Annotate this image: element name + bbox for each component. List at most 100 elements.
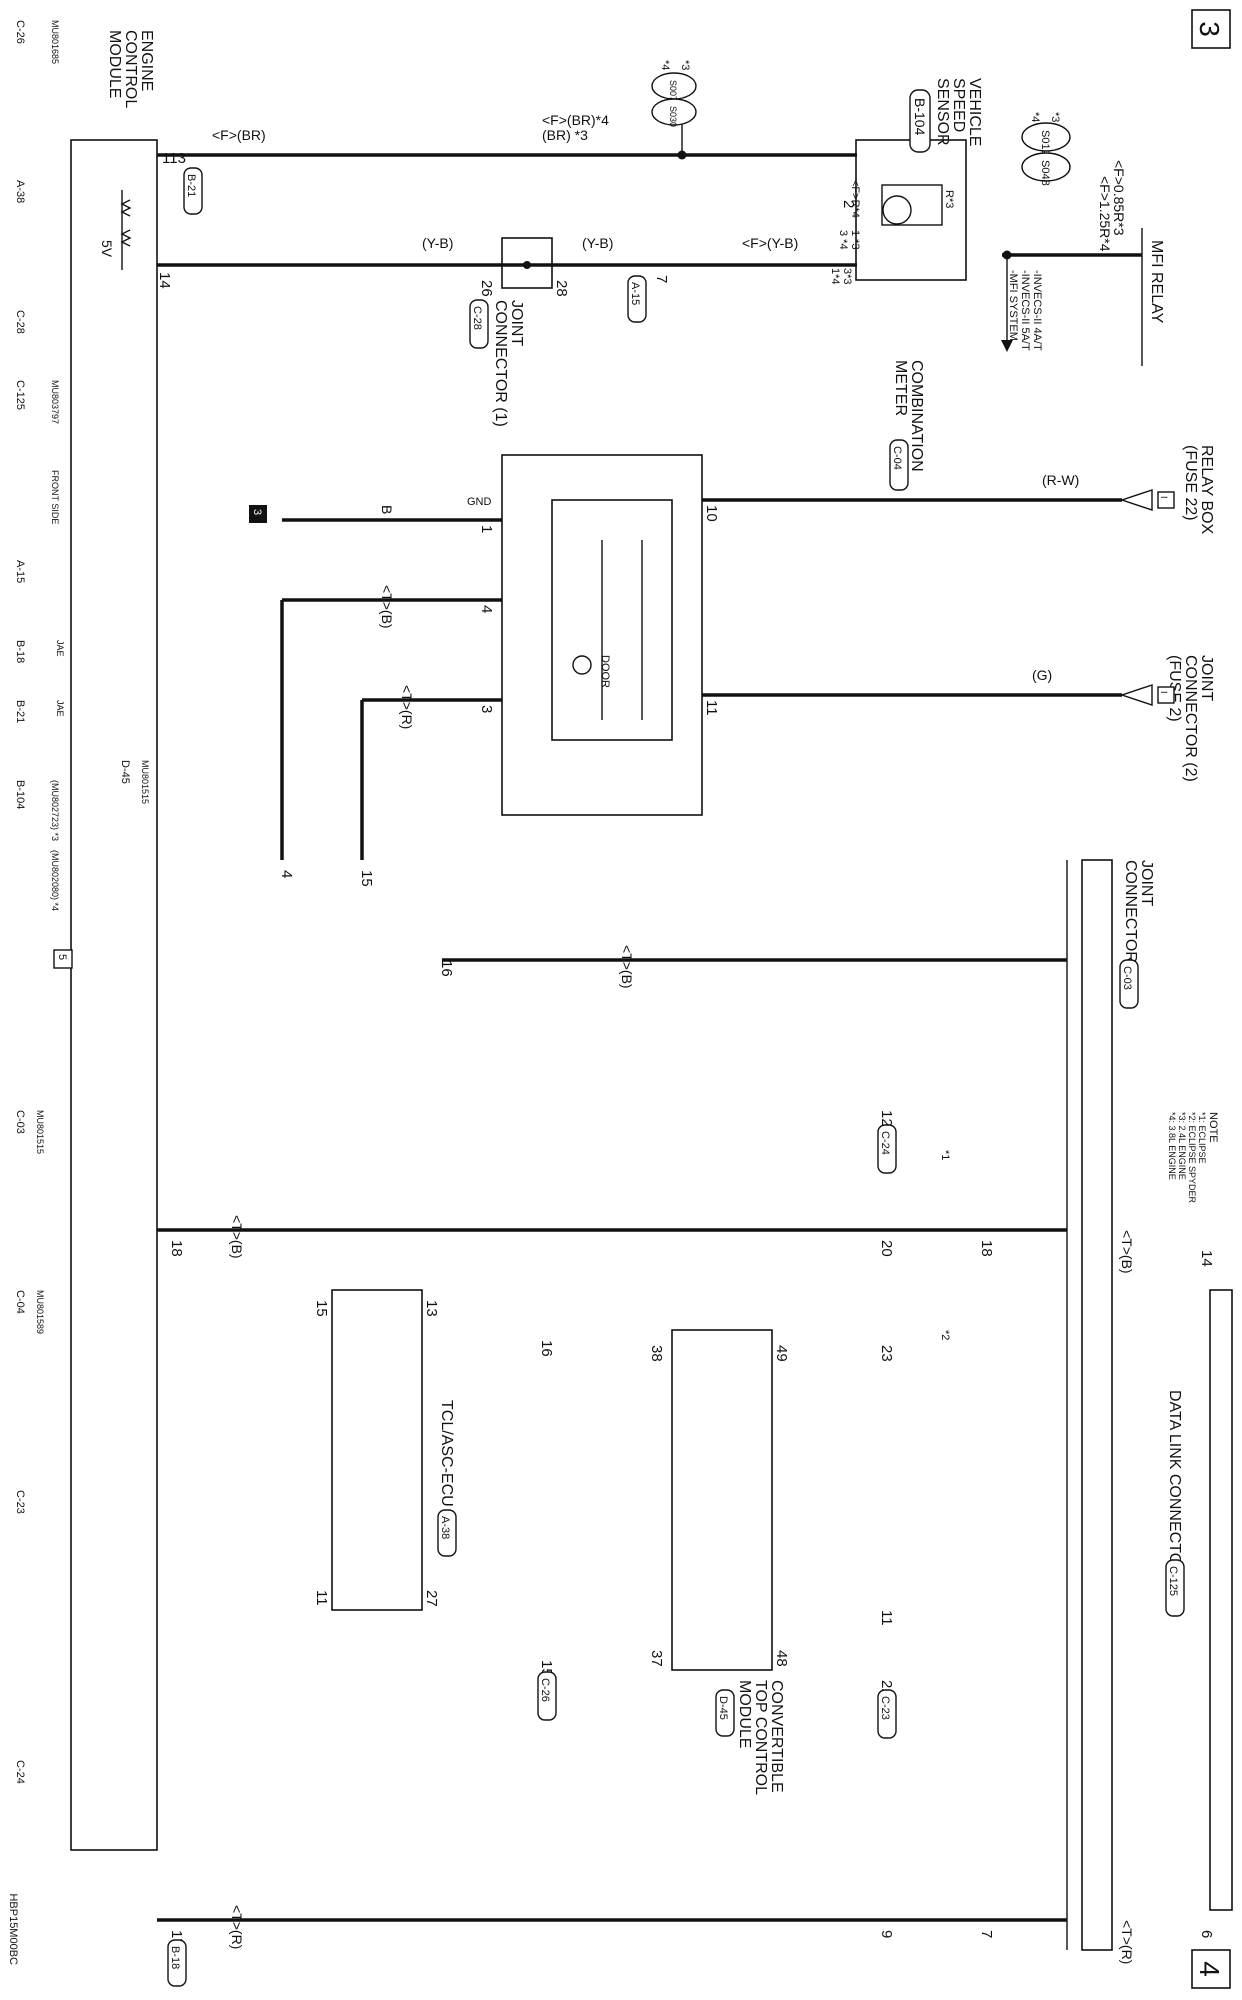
svg-text:S030: S030	[668, 106, 678, 127]
svg-text:C-26: C-26	[14, 20, 26, 44]
svg-text:48: 48	[773, 1650, 790, 1667]
svg-text:B: B	[379, 505, 395, 514]
svg-text:16: 16	[538, 1340, 555, 1357]
svg-text:C-28: C-28	[14, 310, 26, 334]
svg-text:C-26: C-26	[539, 1678, 551, 1702]
wire-vss-signal: 113 (BR) *3 <F>(BR)*4 <F>(BR)	[157, 110, 857, 167]
svg-text:MFI RELAY: MFI RELAY	[1148, 240, 1165, 324]
svg-text:23: 23	[878, 1345, 895, 1362]
svg-text:(G): (G)	[1032, 667, 1052, 683]
svg-text:MU801589: MU801589	[35, 1290, 45, 1334]
svg-text:C-24: C-24	[879, 1131, 891, 1155]
svg-text:S012: S012	[1039, 130, 1051, 156]
joint-connector-1	[501, 237, 553, 289]
svg-text:S007: S007	[668, 80, 678, 101]
svg-text:B-104: B-104	[912, 98, 928, 136]
svg-text:TCL/ASC-ECU: TCL/ASC-ECU	[438, 1400, 455, 1507]
svg-text:5V: 5V	[99, 240, 115, 258]
svg-text:<T>(B): <T>(B)	[229, 1215, 245, 1259]
svg-text:METER: METER	[892, 360, 909, 416]
svg-text:*3: 2.4L ENGINE: *3: 2.4L ENGINE	[1177, 1112, 1187, 1180]
svg-text:MU803797: MU803797	[50, 380, 60, 424]
svg-text:15: 15	[313, 1300, 330, 1317]
svg-text:JOINT: JOINT	[1198, 655, 1215, 701]
svg-text:C-23: C-23	[879, 1696, 891, 1720]
note-block: NOTE *1: ECLIPSE *2: ECLIPSE SPYDER *3: …	[1167, 1112, 1219, 1204]
svg-text:D-45: D-45	[119, 760, 131, 784]
svg-text:I: I	[1159, 691, 1169, 694]
svg-text:28: 28	[553, 280, 570, 297]
page-number-left: 3	[1191, 9, 1231, 49]
svg-text:<F>1.25R*4: <F>1.25R*4	[1097, 176, 1113, 252]
svg-text:10: 10	[703, 505, 720, 522]
svg-text:13: 13	[423, 1300, 440, 1317]
svg-text:I: I	[1159, 496, 1169, 499]
svg-text:15: 15	[358, 870, 375, 887]
ecm-label-line2: CONTROL	[122, 30, 139, 108]
svg-text:3: 3	[478, 705, 495, 713]
svg-text:<F>(BR)*4: <F>(BR)*4	[542, 112, 609, 128]
svg-text:JAE: JAE	[55, 640, 65, 657]
svg-text:<T>(R): <T>(R)	[1119, 1920, 1135, 1964]
svg-text:-MFI SYSTEM: -MFI SYSTEM	[1007, 270, 1019, 341]
svg-text:<F>(BR): <F>(BR)	[212, 127, 266, 143]
svg-text:B-21: B-21	[185, 174, 197, 197]
svg-text:S048: S048	[1039, 160, 1051, 186]
svg-text:CONNECTOR (2): CONNECTOR (2)	[1182, 655, 1199, 782]
svg-text:-INVECS-II 4A/T: -INVECS-II 4A/T	[1031, 270, 1043, 351]
svg-text:SPEED: SPEED	[950, 78, 967, 132]
svg-text:JAE: JAE	[55, 700, 65, 717]
data-link-connector: DATA LINK CONNECTOR C-125 14 6 <T>(B) <T…	[1119, 1230, 1233, 1964]
svg-text:<T>(R): <T>(R)	[229, 1905, 245, 1949]
svg-text:<F>(Y-B): <F>(Y-B)	[742, 235, 798, 251]
relay-box-fuse-22: RELAY BOX (FUSE 22) I (R-W) 10	[702, 445, 1215, 535]
svg-text:4: 4	[278, 870, 295, 878]
svg-text:*2: ECLIPSE SPYDER: *2: ECLIPSE SPYDER	[1187, 1112, 1197, 1204]
svg-text:3 *4: 3 *4	[837, 230, 849, 250]
svg-text:C-04: C-04	[891, 446, 903, 470]
svg-text:B-104: B-104	[14, 780, 26, 809]
svg-text:A-38: A-38	[14, 180, 26, 203]
svg-text:RELAY BOX: RELAY BOX	[1198, 445, 1215, 535]
ecm-5v-supply: 5V	[99, 190, 132, 270]
svg-text:C-28: C-28	[471, 306, 483, 330]
ecm-can-pins: 18 17 B-18 <T>(B) <T>(R)	[167, 1215, 245, 1987]
svg-text:38: 38	[648, 1345, 665, 1362]
svg-text:B-18: B-18	[169, 1946, 181, 1969]
ecm-b21-tag: B-21	[183, 167, 203, 215]
svg-text:C-24: C-24	[14, 1760, 26, 1784]
svg-text:3: 3	[1194, 21, 1225, 37]
svg-text:1*4: 1*4	[829, 268, 841, 285]
svg-text:B-18: B-18	[14, 640, 26, 663]
svg-text:MU801685: MU801685	[50, 20, 60, 64]
svg-text:11: 11	[313, 1590, 330, 1606]
combo-ground: GND 1 B 3	[249, 496, 502, 533]
connector-views: C-26 A-38 C-28 MU801685 C-125 MU803797 F…	[14, 20, 150, 1784]
svg-text:(MU802723) *3: (MU802723) *3	[50, 780, 60, 841]
joint-connector-2-fuse-2: JOINT CONNECTOR (2) (FUSE 2) I (G) 11	[702, 655, 1215, 782]
svg-text:JOINT: JOINT	[1138, 860, 1155, 906]
svg-text:*2: *2	[939, 1330, 951, 1340]
svg-text:TOP CONTROL: TOP CONTROL	[752, 1680, 769, 1795]
svg-text:5: 5	[56, 954, 68, 960]
svg-text:11: 11	[703, 700, 720, 716]
svg-text:C-23: C-23	[14, 1490, 26, 1514]
svg-text:26: 26	[478, 280, 495, 297]
tcl-asc-ecu: TCL/ASC-ECU A-38 13 15 27 11	[313, 1289, 457, 1611]
svg-text:*4: *4	[659, 60, 671, 70]
svg-text:*3: *3	[1049, 112, 1061, 122]
svg-text:1 *3: 1 *3	[849, 230, 861, 250]
svg-text:<T>(B): <T>(B)	[1119, 1230, 1135, 1274]
svg-text:-INVECS-II 5A/T: -INVECS-II 5A/T	[1019, 270, 1031, 351]
svg-text:NOTE: NOTE	[1207, 1112, 1219, 1143]
svg-text:*1: *1	[939, 1150, 951, 1160]
svg-text:(FUSE 22): (FUSE 22)	[1182, 445, 1199, 521]
svg-text:SENSOR: SENSOR	[934, 78, 951, 146]
svg-text:B-21: B-21	[14, 700, 26, 723]
svg-text:14: 14	[156, 272, 173, 289]
svg-text:C-03: C-03	[1121, 966, 1133, 990]
joint-connector-3: JOINT CONNECTOR (3) C-03 4 15 16 <T>(B) …	[53, 859, 1155, 1951]
svg-text:16: 16	[438, 960, 455, 977]
